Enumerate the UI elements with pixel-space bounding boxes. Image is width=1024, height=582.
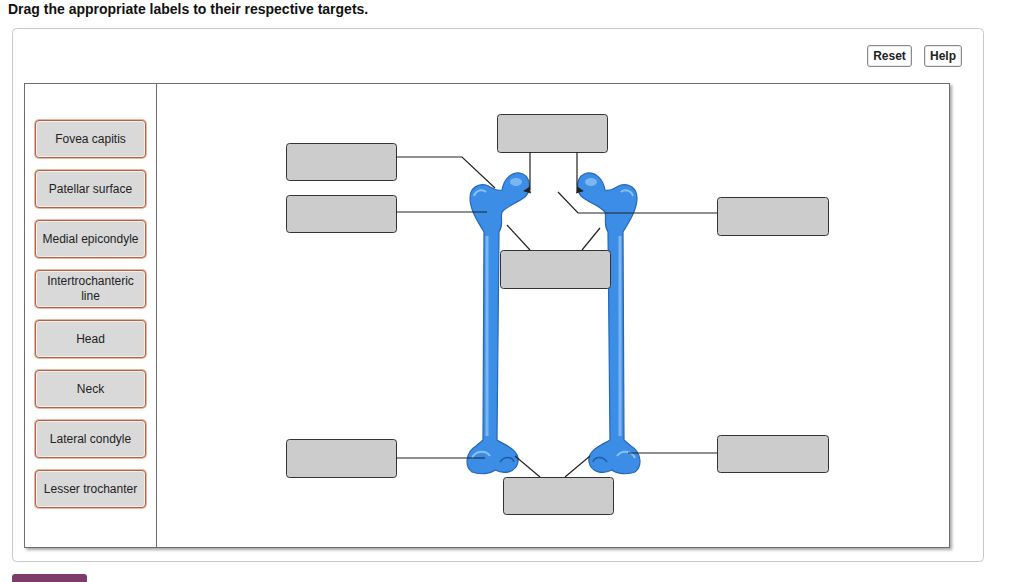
label-text: Neck bbox=[77, 382, 104, 397]
leader-line bbox=[396, 457, 485, 458]
inner-panel bbox=[25, 84, 950, 548]
label-text: Fovea capitis bbox=[55, 132, 126, 147]
drop-target bbox=[498, 115, 608, 153]
drop-targets bbox=[287, 115, 829, 515]
leader-line bbox=[558, 192, 717, 213]
femur-bone bbox=[467, 173, 529, 474]
drop-target bbox=[718, 198, 829, 236]
label-tile: Medial epicondyle bbox=[35, 220, 146, 258]
leader-line bbox=[396, 157, 495, 188]
leader-line bbox=[577, 152, 583, 191]
label-tile: Fovea capitis bbox=[35, 120, 146, 158]
leader-line bbox=[396, 211, 487, 212]
button: Reset bbox=[867, 45, 912, 67]
label-tile: Intertrochanteric line bbox=[35, 270, 146, 308]
label-tile: Neck bbox=[35, 370, 146, 408]
label-text: Lesser trochanter bbox=[44, 482, 137, 497]
leader-line bbox=[507, 225, 530, 250]
drop-target bbox=[504, 478, 614, 515]
leader-line bbox=[515, 456, 540, 477]
drop-target bbox=[287, 144, 397, 181]
label-text: Head bbox=[76, 332, 105, 347]
drop-target bbox=[287, 196, 397, 233]
leader-line bbox=[565, 456, 590, 477]
leader-lines bbox=[396, 152, 717, 477]
label-text: Patellar surface bbox=[49, 182, 132, 197]
label-tile: Lesser trochanter bbox=[35, 470, 146, 508]
label-tile: Head bbox=[35, 320, 146, 358]
leader-line bbox=[524, 152, 530, 191]
label-text: Help bbox=[930, 49, 956, 63]
label-text: Medial epicondyle bbox=[42, 232, 138, 247]
submit-button bbox=[12, 574, 87, 582]
page-title: Drag the appropriate labels to their res… bbox=[8, 1, 368, 17]
label-tile: Patellar surface bbox=[35, 170, 146, 208]
drop-target bbox=[287, 440, 397, 478]
drop-target bbox=[718, 436, 829, 473]
leader-line bbox=[582, 228, 600, 250]
label-tile: Lateral condyle bbox=[35, 420, 146, 458]
label-text: Intertrochanteric line bbox=[39, 274, 142, 304]
button: Help bbox=[924, 45, 962, 67]
label-text: Reset bbox=[873, 49, 906, 63]
femur-pair bbox=[467, 173, 640, 474]
drop-target bbox=[501, 251, 611, 289]
label-text: Lateral condyle bbox=[50, 432, 131, 447]
outer-panel bbox=[13, 29, 984, 562]
leader-line bbox=[628, 452, 717, 453]
panel-divider bbox=[156, 84, 157, 547]
